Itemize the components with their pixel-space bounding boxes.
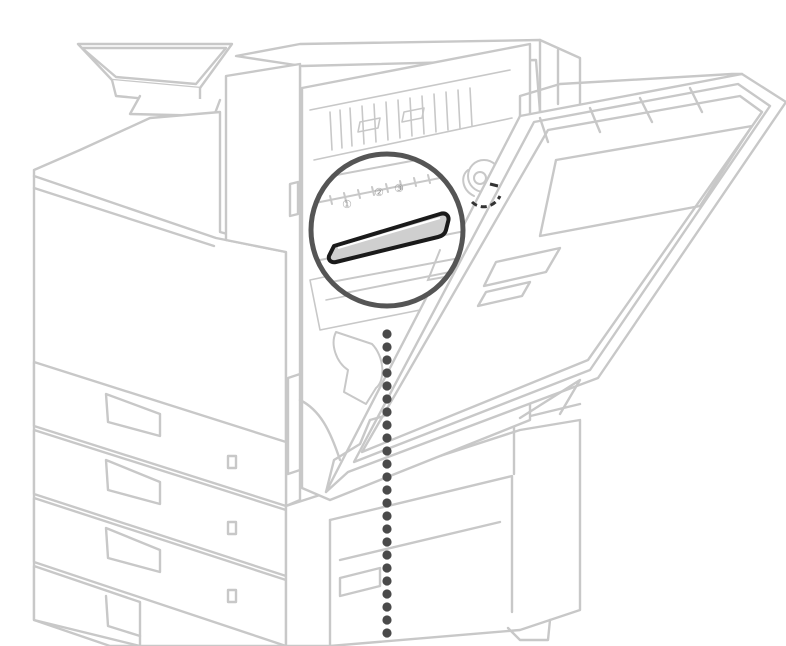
leader-dot (382, 550, 392, 560)
leader-dot (382, 381, 392, 391)
leader-dot (382, 394, 392, 404)
leader-dot (382, 537, 392, 547)
zoom-ring (308, 151, 466, 309)
leader-dot (382, 628, 392, 638)
leader-dot (382, 563, 392, 573)
leader-dot (382, 355, 392, 365)
dotted-leader-line (382, 329, 392, 638)
leader-dot (382, 602, 392, 612)
printer-body (32, 38, 582, 646)
callout-number-3: ③ (394, 182, 404, 195)
leader-dot (382, 368, 392, 378)
magnified-callout: ① ② ③ (308, 151, 466, 309)
paper-trays (32, 360, 288, 646)
knob-indicator (470, 195, 502, 209)
leader-dot (382, 576, 392, 586)
paper-tray-4 (32, 564, 142, 646)
leader-dot (382, 329, 392, 339)
front-door-open (324, 72, 786, 494)
leader-dot (382, 485, 392, 495)
leader-dot (382, 420, 392, 430)
leader-dot (382, 511, 392, 521)
leader-dot (382, 446, 392, 456)
callout-numbers: ① ② ③ (342, 182, 404, 211)
leader-dot (382, 498, 392, 508)
highlighted-part (326, 211, 451, 265)
leader-dot (382, 433, 392, 443)
leader-dot (382, 472, 392, 482)
leader-dot (382, 407, 392, 417)
operation-panel (76, 42, 234, 118)
leader-dot (382, 459, 392, 469)
leader-dot (382, 524, 392, 534)
leader-dot (382, 589, 392, 599)
leader-dot (382, 342, 392, 352)
lower-guide-handle (332, 331, 384, 405)
callout-number-1: ① (342, 198, 352, 211)
leader-dot (382, 615, 392, 625)
callout-number-2: ② (374, 186, 384, 199)
